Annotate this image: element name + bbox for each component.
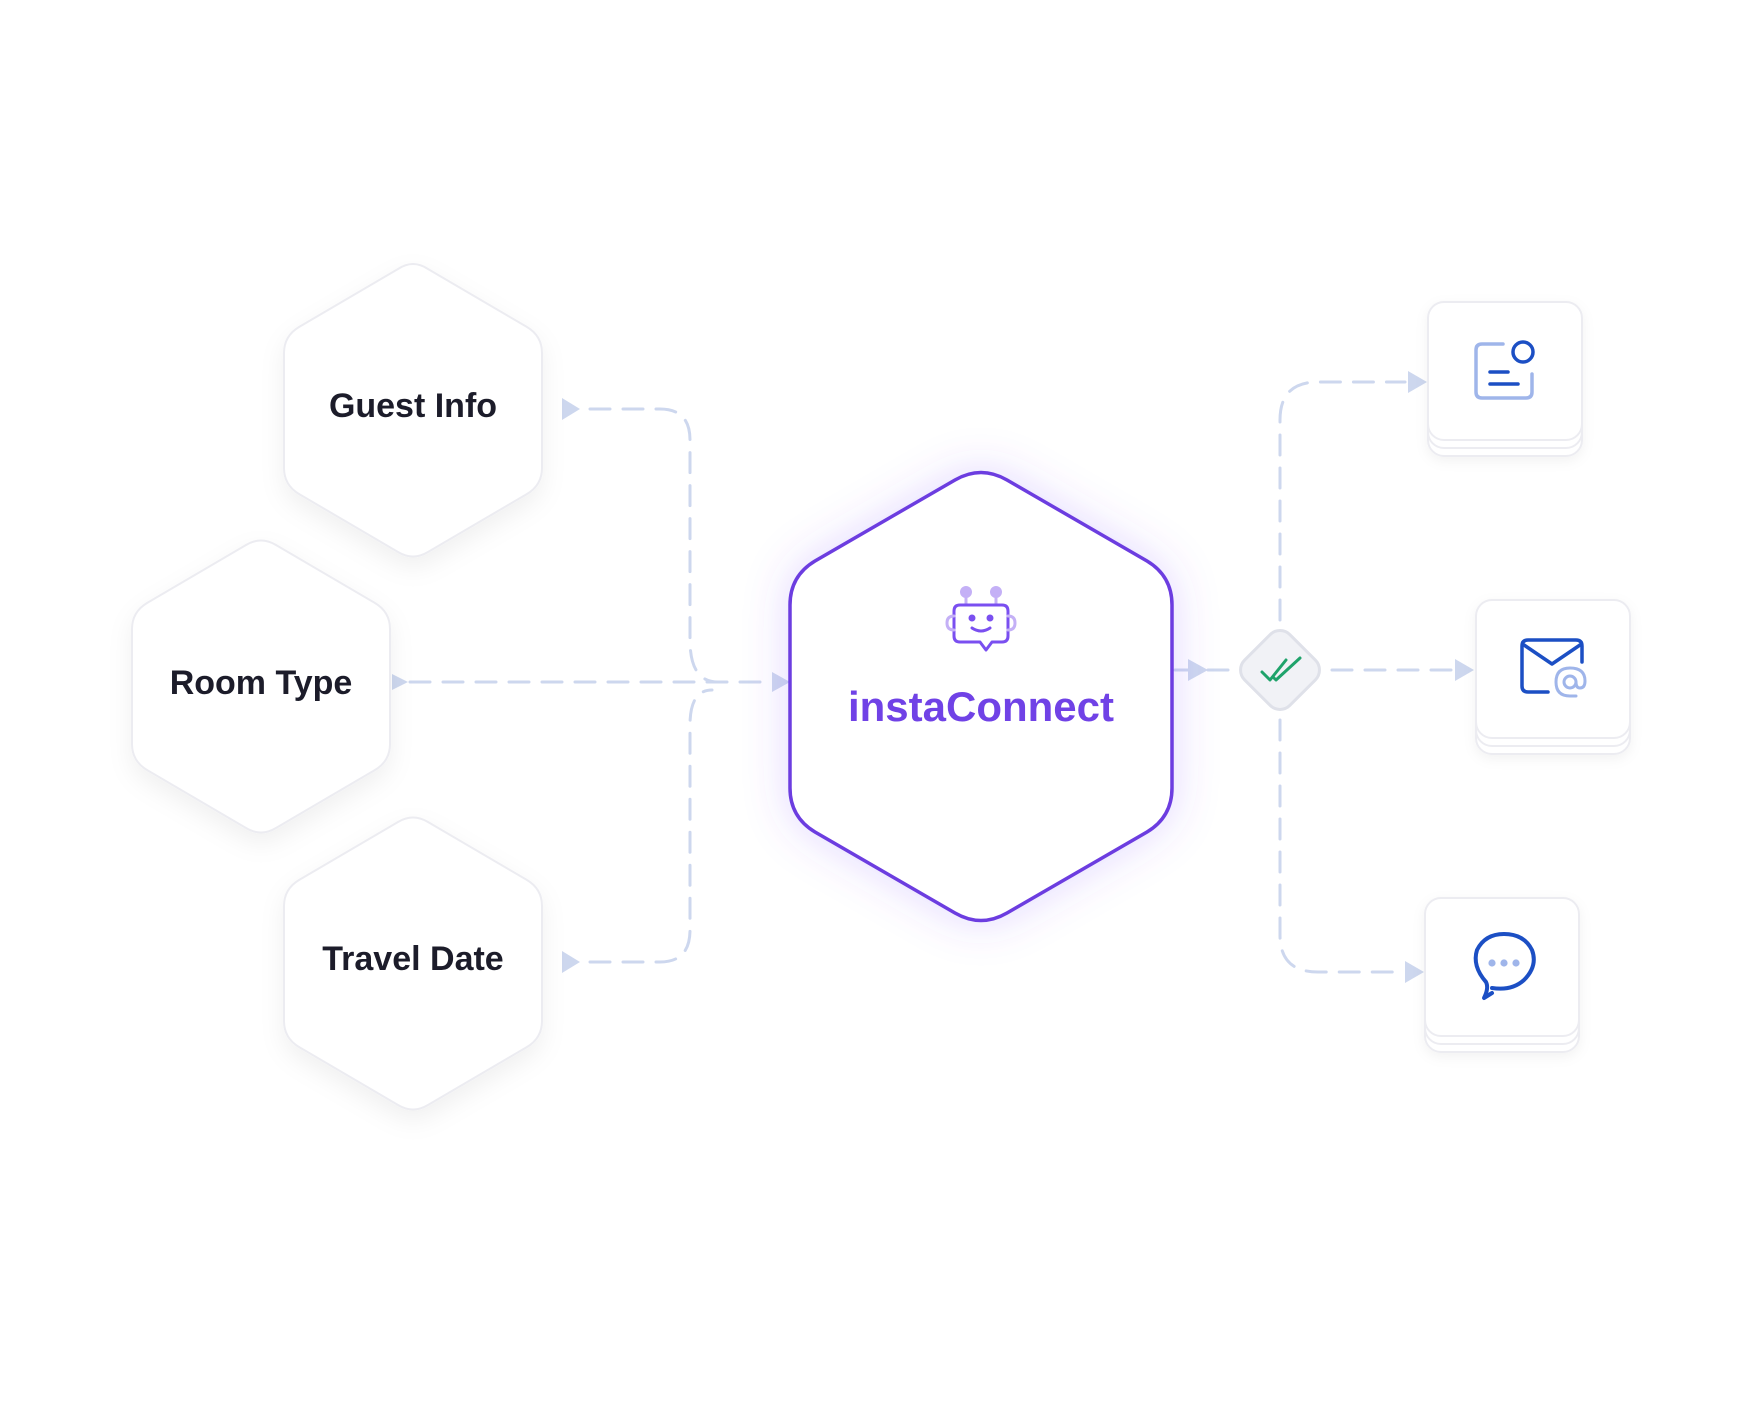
arrow-room-type (392, 674, 408, 690)
hexagon-shape (283, 263, 543, 558)
hub-label: instaConnect (848, 683, 1114, 730)
card-face (1475, 599, 1631, 739)
approval-gate[interactable] (1235, 625, 1326, 716)
output-card-chat[interactable] (1424, 897, 1580, 1053)
hub-hexagon (788, 470, 1174, 923)
input-node-guest-info[interactable]: Guest Info (283, 263, 543, 558)
output-card-email[interactable] (1475, 599, 1631, 755)
connectors (392, 371, 1474, 983)
card-face (1424, 897, 1580, 1037)
input-node-travel-date[interactable]: Travel Date (283, 816, 543, 1111)
input-node-room-type[interactable]: Room Type (131, 539, 391, 834)
arrow-travel-date (562, 951, 580, 973)
hexagon-shape (283, 816, 543, 1111)
arrow-output-1 (1408, 371, 1427, 393)
hub-node[interactable]: instaConnect (788, 470, 1174, 923)
notification-card-icon (1474, 340, 1535, 400)
arrow-into-hub (772, 672, 790, 692)
node-label: Travel Date (322, 940, 503, 978)
arrow-output-3 (1405, 961, 1424, 983)
chat-bubble-icon (1473, 932, 1536, 1000)
connector-gate-output-3 (1278, 718, 1405, 974)
email-at-icon (1520, 638, 1587, 698)
arrow-into-gate (1188, 659, 1208, 681)
double-check-icon (1260, 656, 1302, 682)
node-label: Room Type (170, 664, 353, 702)
output-card-notification[interactable] (1427, 301, 1583, 457)
connector-guest-info (588, 407, 720, 684)
chatbot-icon (945, 586, 1017, 652)
connector-travel-date (588, 688, 714, 964)
hexagon-shape (131, 539, 391, 834)
gate-diamond (1239, 629, 1321, 711)
node-label: Guest Info (329, 387, 497, 425)
connector-gate-output-1 (1278, 380, 1407, 622)
arrow-guest-info (562, 398, 580, 420)
arrow-output-2 (1455, 659, 1474, 681)
